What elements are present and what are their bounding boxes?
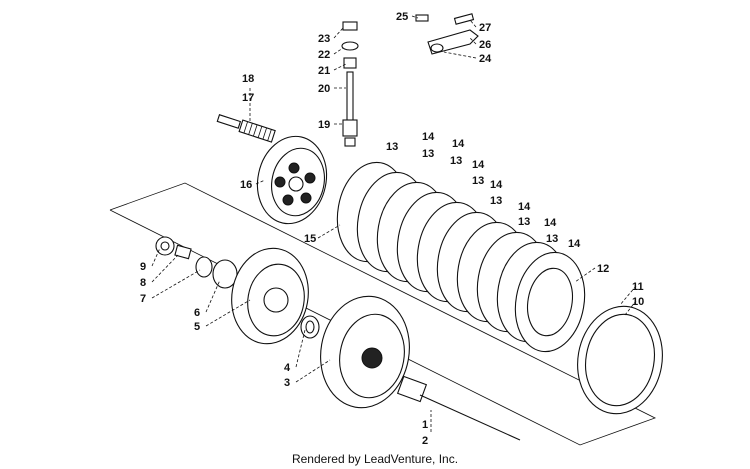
callout-11: 11 bbox=[632, 281, 644, 293]
callout-13-d: 13 bbox=[472, 175, 484, 187]
callout-14-c: 14 bbox=[472, 159, 485, 171]
callout-1: 1 bbox=[422, 419, 428, 431]
callout-20: 20 bbox=[318, 83, 330, 95]
callout-24: 24 bbox=[479, 53, 492, 65]
callout-15: 15 bbox=[304, 233, 316, 245]
callout-13-f: 13 bbox=[518, 216, 530, 228]
callout-16: 16 bbox=[240, 179, 252, 191]
sleeve-rod-part bbox=[396, 375, 521, 441]
callout-22: 22 bbox=[318, 49, 330, 61]
callout-14-b: 14 bbox=[452, 138, 465, 150]
callout-13-c: 13 bbox=[450, 155, 462, 167]
callout-13-e: 13 bbox=[490, 195, 502, 207]
callout-14-e: 14 bbox=[518, 201, 531, 213]
bolt-spring-part bbox=[216, 114, 276, 143]
assembly-plane bbox=[109, 182, 657, 446]
release-lever-part bbox=[415, 13, 479, 55]
callout-4: 4 bbox=[284, 362, 291, 374]
callout-13-b: 13 bbox=[422, 148, 434, 160]
callout-14-d: 14 bbox=[490, 179, 503, 191]
callout-9: 9 bbox=[140, 261, 146, 273]
callout-27: 27 bbox=[479, 22, 491, 34]
callout-12: 12 bbox=[597, 263, 609, 275]
callout-25: 25 bbox=[396, 11, 408, 23]
clutch-boss-part bbox=[212, 247, 309, 345]
callout-17: 17 bbox=[242, 92, 254, 104]
footer-credit: Rendered by LeadVenture, Inc. bbox=[291, 452, 459, 466]
callout-21: 21 bbox=[318, 65, 330, 77]
nut-washer-part bbox=[155, 236, 213, 278]
pressure-plate-part bbox=[256, 135, 328, 225]
callout-26: 26 bbox=[479, 39, 491, 51]
callout-18: 18 bbox=[242, 73, 254, 85]
callout-3: 3 bbox=[284, 377, 290, 389]
callout-14-g: 14 bbox=[568, 238, 581, 250]
plate-stack-part bbox=[336, 161, 586, 353]
callout-6: 6 bbox=[194, 307, 200, 319]
callout-5: 5 bbox=[194, 321, 200, 333]
callout-10: 10 bbox=[632, 296, 644, 308]
callout-2: 2 bbox=[422, 435, 428, 447]
clutch-basket-part bbox=[320, 295, 410, 409]
cushion-rings-part bbox=[577, 305, 663, 415]
callout-7: 7 bbox=[140, 293, 146, 305]
callout-23: 23 bbox=[318, 33, 330, 45]
callout-8: 8 bbox=[140, 277, 146, 289]
callout-13-g: 13 bbox=[546, 233, 558, 245]
thrust-washer-part bbox=[300, 315, 320, 339]
callout-19: 19 bbox=[318, 119, 330, 131]
push-rod-stack-part bbox=[341, 21, 359, 147]
callout-14-f: 14 bbox=[544, 217, 557, 229]
callout-13-a: 13 bbox=[386, 141, 398, 153]
leader-lines bbox=[151, 15, 637, 432]
callout-14-a: 14 bbox=[422, 131, 435, 143]
callout-labels: 1 2 3 4 5 6 7 8 9 10 11 12 13 13 13 13 1… bbox=[140, 11, 644, 447]
